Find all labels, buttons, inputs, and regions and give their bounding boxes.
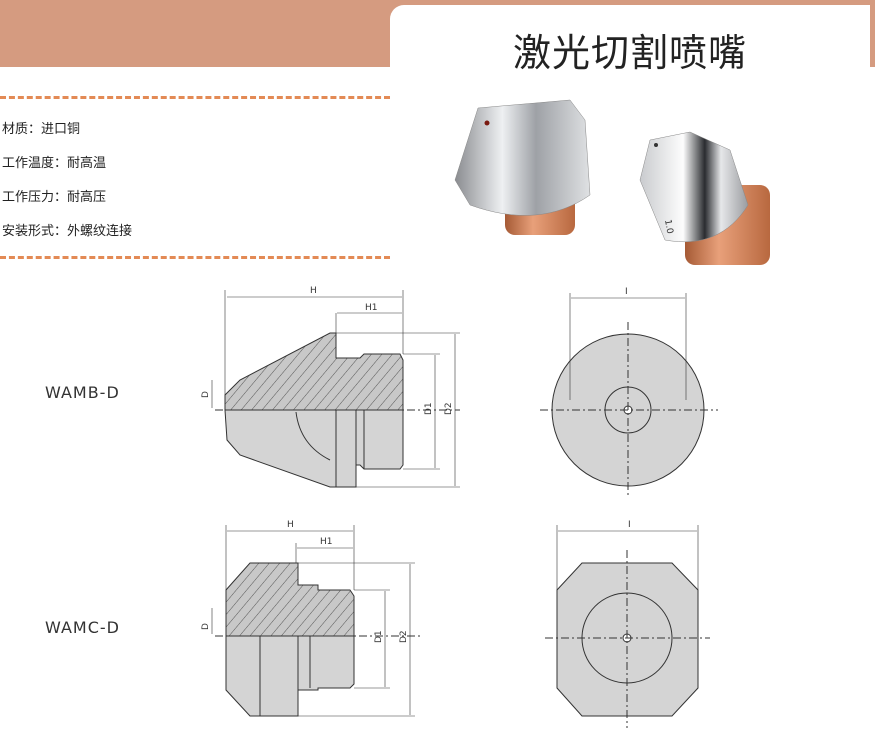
wamc-d-front-view (545, 525, 710, 728)
label-h1-2: H1 (320, 537, 333, 547)
wamb-d-front-view (540, 293, 718, 498)
spec-installation: 安装形式：外螺纹连接 (2, 224, 133, 239)
spec-pressure: 工作压力：耐高压 (2, 190, 107, 205)
spec-temperature: 工作温度：耐高温 (2, 156, 107, 171)
nozzle-photo-1 (454, 99, 591, 235)
label-d1: D1 (424, 402, 434, 415)
model-wamc-d: WAMC-D (45, 618, 120, 637)
page-title: 激光切割喷嘴 (512, 31, 747, 75)
wamc-d-side-view (211, 525, 420, 717)
label-h1: H1 (365, 303, 378, 313)
label-d2-2: D2 (399, 630, 409, 643)
nozzle-marking: 1.0 (662, 219, 674, 235)
spec-material: 材质：进口铜 (2, 122, 81, 137)
label-h-2: H (287, 520, 294, 530)
model-wamb-d: WAMB-D (45, 383, 120, 402)
label-d1-2: D1 (374, 630, 384, 643)
divider-bottom (0, 256, 390, 259)
label-i-2: I (628, 520, 631, 530)
label-d2: D2 (444, 402, 454, 415)
wamb-d-side-view (211, 290, 460, 488)
label-h: H (310, 286, 317, 296)
nozzle-photo-2: 1.0 (639, 131, 770, 265)
divider-top (0, 96, 390, 99)
label-d: D (201, 391, 211, 398)
label-i: I (625, 287, 628, 297)
label-d-2: D (201, 623, 211, 630)
